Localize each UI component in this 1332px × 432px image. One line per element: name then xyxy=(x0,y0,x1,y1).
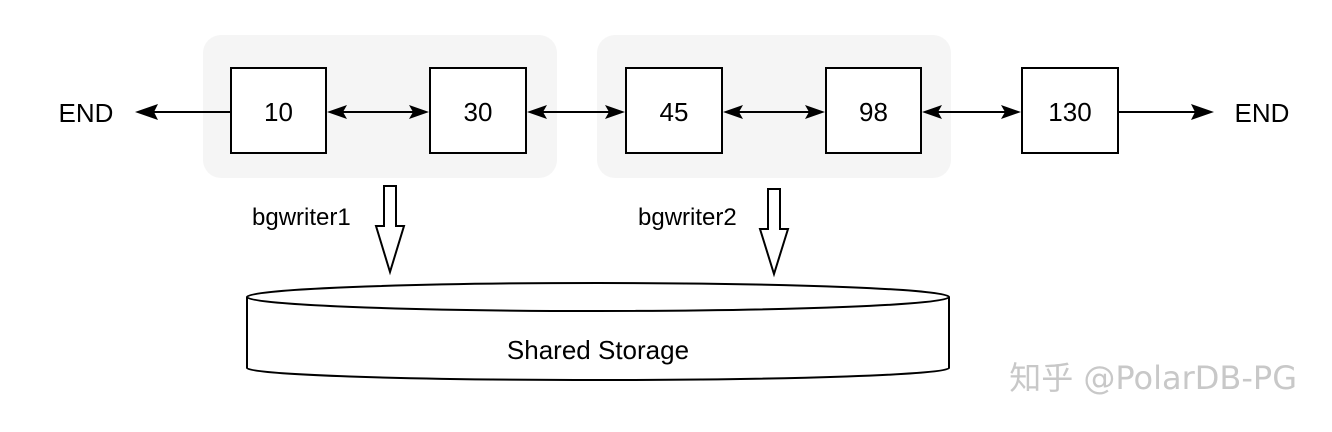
arrowhead-30-45-left xyxy=(527,105,547,119)
bgwriter2-flush-arrow xyxy=(758,188,790,278)
bgwriter1-flush-arrow xyxy=(374,185,406,276)
arrowhead-98-130-left xyxy=(922,105,942,119)
list-node-45-label: 45 xyxy=(660,97,689,127)
bgwriter2-label: bgwriter2 xyxy=(638,204,737,231)
list-node-10-label: 10 xyxy=(264,97,293,127)
shared-storage-label: Shared Storage xyxy=(507,335,689,365)
shared-storage-cylinder-top xyxy=(246,282,950,312)
list-node-130-label: 130 xyxy=(1048,97,1091,127)
arrowhead-end-left xyxy=(135,104,158,120)
arrowhead-end-right xyxy=(1191,104,1214,120)
list-node-98 xyxy=(825,67,922,154)
bgwriter1-label: bgwriter1 xyxy=(252,204,351,231)
list-node-10 xyxy=(230,67,327,154)
end-right-label: END xyxy=(1235,98,1290,128)
list-node-45 xyxy=(625,67,723,154)
arrowhead-10-30-right xyxy=(409,105,429,119)
list-node-30-label: 30 xyxy=(464,97,493,127)
arrowhead-45-98-right xyxy=(805,105,825,119)
arrowhead-30-45-right xyxy=(605,105,625,119)
arrowhead-45-98-left xyxy=(723,105,743,119)
list-node-30 xyxy=(429,67,527,154)
watermark: 知乎 @PolarDB-PG xyxy=(1009,359,1297,397)
end-left-label: END xyxy=(59,98,114,128)
arrowhead-98-130-right xyxy=(1001,105,1021,119)
list-node-130 xyxy=(1021,67,1119,154)
shared-storage-cylinder xyxy=(246,297,950,381)
list-node-98-label: 98 xyxy=(859,97,888,127)
arrowhead-10-30-left xyxy=(327,105,347,119)
